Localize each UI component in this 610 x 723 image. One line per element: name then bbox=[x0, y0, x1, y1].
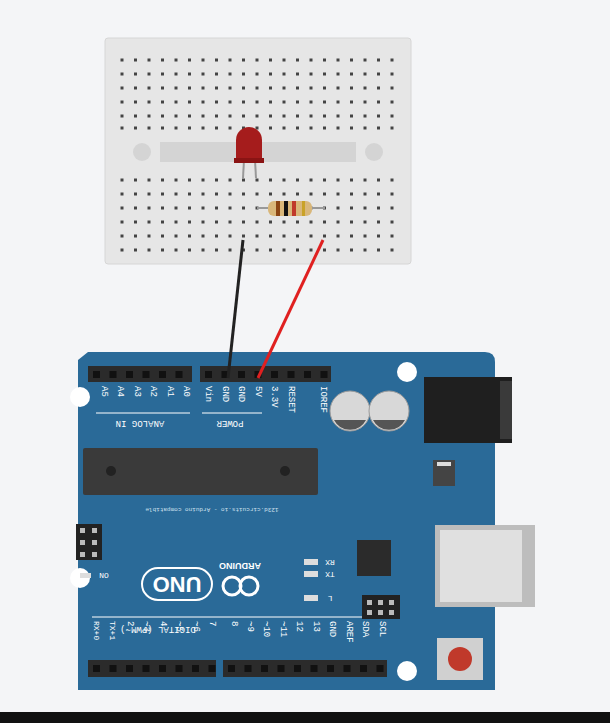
pin-label: ~6 bbox=[191, 621, 200, 632]
arduino-board bbox=[70, 352, 535, 690]
pin-label: 5V bbox=[253, 386, 262, 397]
pin-label: ~5 bbox=[174, 621, 183, 632]
led-label: ON bbox=[99, 571, 109, 579]
pin-label: A0 bbox=[181, 386, 190, 397]
section-label: ANALOG IN bbox=[116, 418, 165, 427]
wire bbox=[258, 240, 323, 378]
pin-label: ~3 bbox=[141, 621, 150, 632]
section-label: POWER bbox=[216, 418, 243, 427]
pin-label: A1 bbox=[165, 386, 174, 397]
pin-label: GND bbox=[236, 386, 245, 402]
pin-label: AREF bbox=[344, 621, 353, 643]
board-logo: ARDUINO bbox=[219, 561, 261, 570]
pin-label: 3.3V bbox=[269, 386, 278, 408]
pin-label: SCL bbox=[377, 621, 386, 637]
breadboard bbox=[105, 38, 411, 264]
resistor-symbol bbox=[257, 201, 325, 216]
pin-label: GND bbox=[327, 621, 336, 637]
pin-label: ~11 bbox=[278, 621, 287, 637]
led-label: RX bbox=[325, 558, 335, 566]
board-caption: 123d.circuits.io - Arduino compatible bbox=[145, 506, 278, 512]
pin-label: 8 bbox=[229, 621, 238, 626]
pin-label: IOREF bbox=[318, 386, 327, 413]
pin-label: 2 bbox=[125, 621, 134, 626]
pin-label: Vin bbox=[203, 386, 212, 402]
pin-label: ~9 bbox=[245, 621, 254, 632]
pin-label: SDA bbox=[360, 621, 369, 637]
pin-label: GND bbox=[220, 386, 229, 402]
pin-label: 12 bbox=[294, 621, 303, 632]
pin-label: A4 bbox=[115, 386, 124, 397]
pin-label: 4 bbox=[158, 621, 167, 626]
pin-label: RESET bbox=[286, 386, 295, 413]
wire bbox=[228, 240, 243, 378]
pin-label: A3 bbox=[132, 386, 141, 397]
pin-label: RX+0 bbox=[92, 621, 100, 640]
pin-label: 13 bbox=[311, 621, 320, 632]
pin-label: A2 bbox=[148, 386, 157, 397]
led-label: TX bbox=[325, 570, 335, 578]
pin-label: A5 bbox=[99, 386, 108, 397]
pin-label: 7 bbox=[207, 621, 216, 626]
led-label: L bbox=[328, 594, 333, 602]
board-logo: UNO bbox=[153, 573, 202, 595]
led bbox=[234, 127, 264, 178]
pin-label: ~10 bbox=[261, 621, 270, 637]
pin-label: TX+1 bbox=[108, 621, 116, 640]
